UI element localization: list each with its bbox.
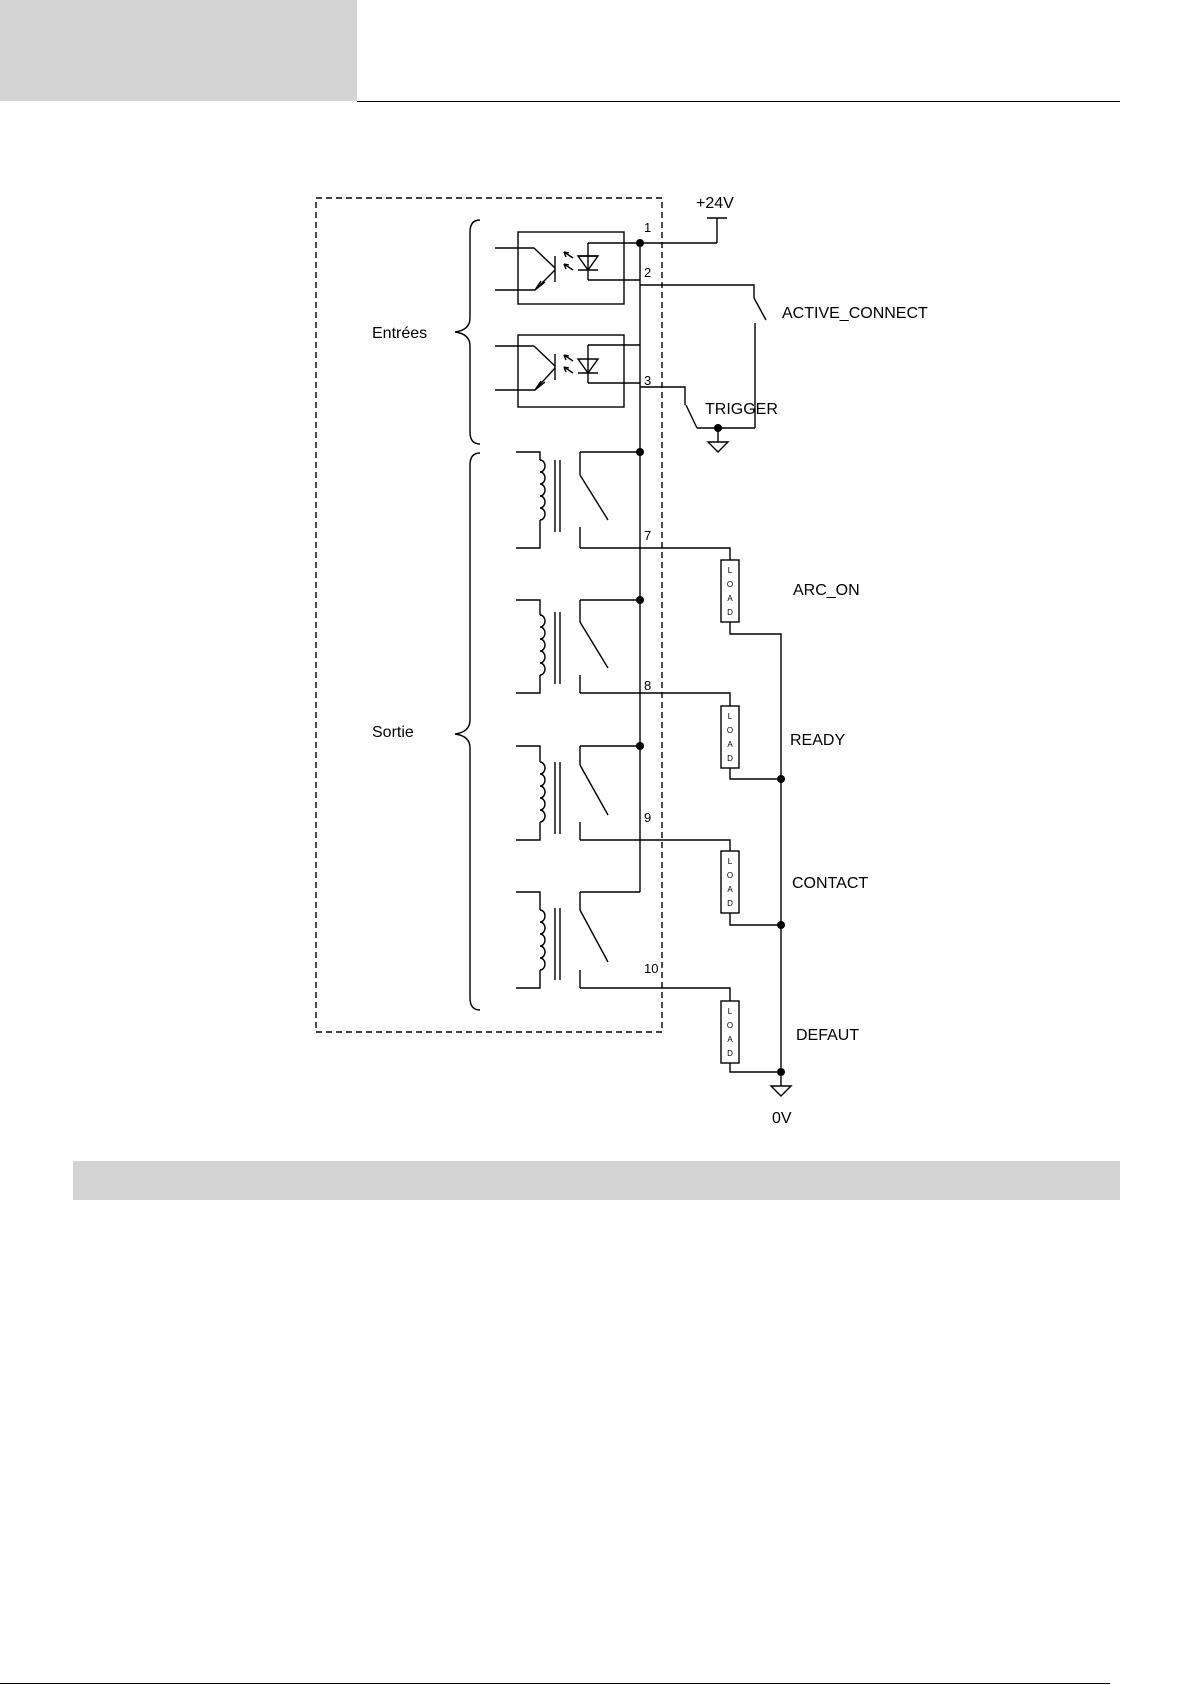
- input-ground-symbol: [708, 442, 728, 452]
- load-letter: O: [727, 1021, 733, 1030]
- load-letter: A: [727, 885, 733, 894]
- load-letter: O: [727, 580, 733, 589]
- trigger-switch: [686, 405, 697, 428]
- inputs-group-label: Entrées: [372, 325, 427, 342]
- pin-label-9: 9: [644, 810, 651, 825]
- pin-label-10: 10: [644, 961, 658, 976]
- optocoupler-1: [495, 232, 640, 304]
- arc-on-label: ARC_ON: [793, 582, 860, 599]
- active-connect-wire: [640, 285, 754, 298]
- junction-dots: [636, 239, 785, 1076]
- active-connect-label: ACTIVE_CONNECT: [782, 305, 928, 322]
- inputs-brace: [455, 220, 480, 444]
- load-letters: L O A D L O A D L O A D L O A D: [727, 566, 733, 1058]
- output-wire-9: [580, 840, 730, 851]
- load-letter: L: [728, 566, 733, 575]
- module-enclosure: [316, 198, 662, 1032]
- ready-label: READY: [790, 732, 845, 749]
- contact-label: CONTACT: [792, 875, 868, 892]
- load-letter: L: [728, 1007, 733, 1016]
- ground-label: 0V: [772, 1110, 792, 1127]
- pin-label-7: 7: [644, 528, 651, 543]
- load-letter: A: [727, 1035, 733, 1044]
- trigger-label: TRIGGER: [705, 401, 778, 418]
- load-letter: A: [727, 740, 733, 749]
- outputs-group-label: Sortie: [372, 724, 414, 741]
- supply-label: +24V: [696, 195, 734, 212]
- load-letter: D: [727, 608, 733, 617]
- relay-2: [516, 600, 640, 693]
- relay-3: [516, 746, 640, 840]
- load-letter: D: [727, 899, 733, 908]
- relay-4: [516, 892, 640, 988]
- optocoupler-2: [495, 335, 640, 407]
- output-wire-10: [580, 988, 730, 1001]
- load-letter: O: [727, 871, 733, 880]
- active-connect-switch: [754, 298, 766, 320]
- relay-1: [516, 452, 640, 548]
- pin-label-3: 3: [644, 373, 651, 388]
- pin-label-2: 2: [644, 265, 651, 280]
- load-letter: L: [728, 712, 733, 721]
- output-wire-7: [580, 548, 730, 560]
- output-ground-symbol: [771, 1086, 791, 1096]
- pin-label-8: 8: [644, 678, 651, 693]
- pin-label-1: 1: [644, 220, 651, 235]
- load-letter: A: [727, 594, 733, 603]
- load-letter: D: [727, 754, 733, 763]
- defaut-label: DEFAUT: [796, 1027, 859, 1044]
- output-wire-8: [580, 693, 730, 706]
- outputs-brace: [455, 453, 480, 1010]
- load-letter: L: [728, 857, 733, 866]
- load-letter: O: [727, 726, 733, 735]
- load-letter: D: [727, 1049, 733, 1058]
